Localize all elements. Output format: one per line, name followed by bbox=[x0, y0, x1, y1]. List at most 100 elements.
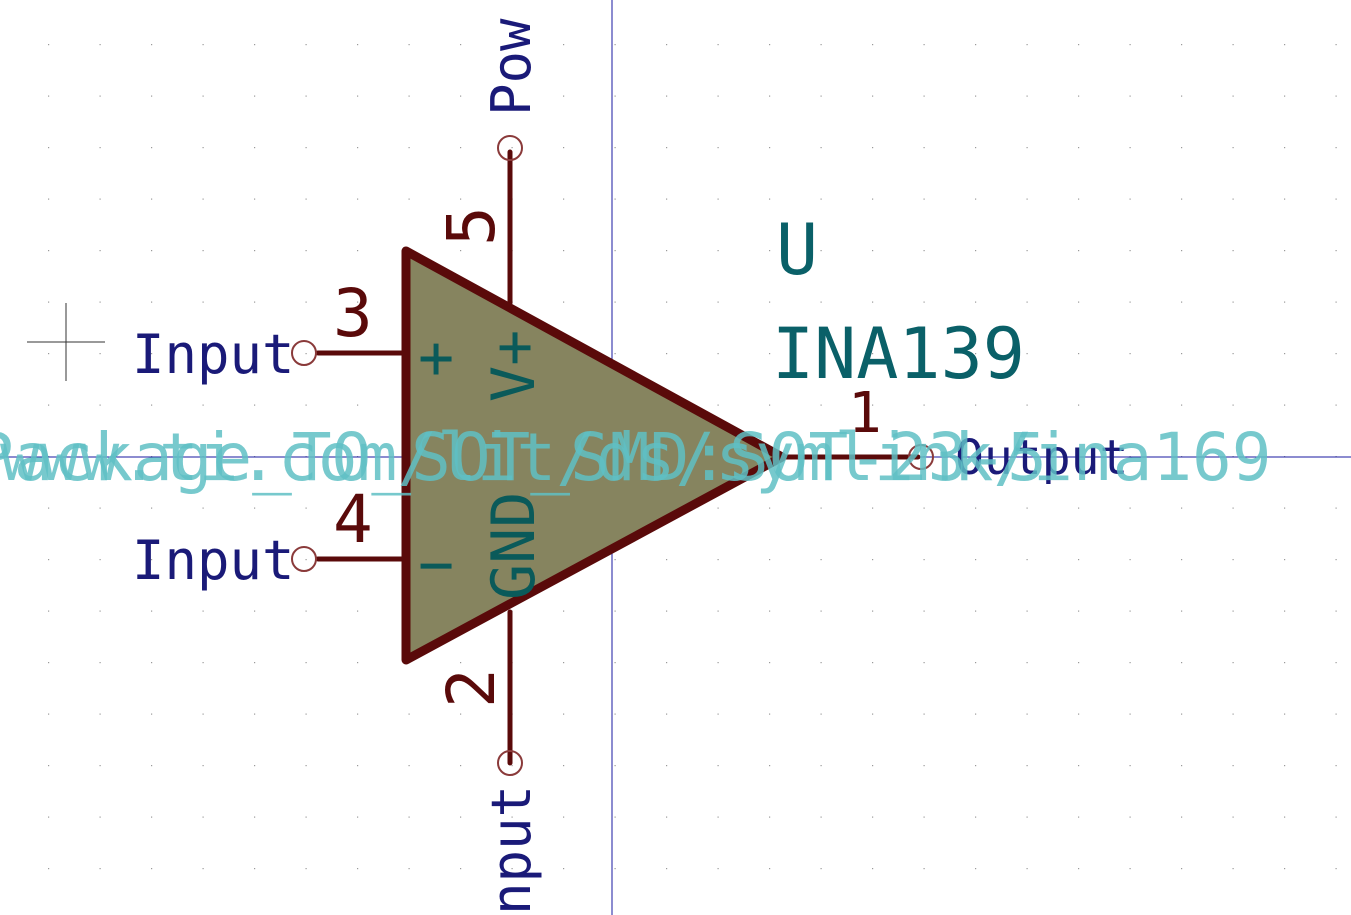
grid-dot bbox=[717, 713, 719, 715]
grid-dot bbox=[769, 353, 771, 355]
grid-dot bbox=[357, 95, 359, 97]
grid-dot bbox=[1284, 507, 1286, 509]
grid-dot bbox=[614, 353, 616, 355]
grid-dot bbox=[1078, 250, 1080, 252]
grid-dot bbox=[1078, 198, 1080, 200]
pin-4-terminal[interactable] bbox=[291, 546, 317, 572]
grid-dot bbox=[923, 250, 925, 252]
grid-dot bbox=[408, 816, 410, 818]
grid-dot bbox=[254, 301, 256, 303]
grid-dot bbox=[563, 147, 565, 149]
grid-dot bbox=[357, 868, 359, 870]
grid-dot bbox=[820, 353, 822, 355]
amplifier-body-triangle[interactable] bbox=[401, 246, 787, 665]
grid-dot bbox=[357, 507, 359, 509]
grid-dot bbox=[48, 559, 50, 561]
grid-dot bbox=[1026, 301, 1028, 303]
grid-dot bbox=[305, 44, 307, 46]
grid-dot bbox=[1232, 507, 1234, 509]
grid-dot bbox=[305, 147, 307, 149]
footprint-field[interactable]: Package_TO_SOT_SMD:SOT-23-5 bbox=[0, 419, 1047, 496]
grid-dot bbox=[99, 301, 101, 303]
pin-5-terminal[interactable] bbox=[497, 135, 523, 161]
grid-dot bbox=[872, 250, 874, 252]
pin-1-terminal[interactable] bbox=[908, 444, 934, 470]
grid-dot bbox=[1232, 147, 1234, 149]
grid-dot bbox=[357, 404, 359, 406]
pin-2-name: nput bbox=[480, 785, 543, 915]
ground-pin-label: GND bbox=[479, 492, 549, 600]
grid-dot bbox=[305, 198, 307, 200]
grid-dot bbox=[1232, 250, 1234, 252]
grid-dot bbox=[48, 198, 50, 200]
grid-dot bbox=[975, 662, 977, 664]
grid-dot bbox=[820, 610, 822, 612]
grid-dot bbox=[1078, 147, 1080, 149]
grid-dot bbox=[923, 404, 925, 406]
grid-dot bbox=[717, 868, 719, 870]
grid-dot bbox=[151, 44, 153, 46]
grid-dot bbox=[666, 662, 668, 664]
grid-dot bbox=[820, 868, 822, 870]
grid-dot bbox=[923, 765, 925, 767]
grid-dot bbox=[151, 610, 153, 612]
grid-dot bbox=[717, 559, 719, 561]
grid-dot bbox=[48, 868, 50, 870]
grid-dot bbox=[460, 250, 462, 252]
grid-dot bbox=[305, 559, 307, 561]
grid-dot bbox=[254, 95, 256, 97]
grid-dot bbox=[1026, 816, 1028, 818]
grid-dot bbox=[923, 816, 925, 818]
grid-dot bbox=[769, 198, 771, 200]
grid-dot bbox=[511, 147, 513, 149]
grid-dot bbox=[563, 610, 565, 612]
grid-dot bbox=[1335, 713, 1337, 715]
grid-dot bbox=[666, 147, 668, 149]
grid-dot bbox=[48, 507, 50, 509]
grid-dot bbox=[1129, 147, 1131, 149]
grid-dot bbox=[563, 95, 565, 97]
grid-dot bbox=[1026, 765, 1028, 767]
grid-dot bbox=[202, 868, 204, 870]
grid-dot bbox=[1181, 95, 1183, 97]
grid-dot bbox=[408, 44, 410, 46]
grid-dot bbox=[1232, 559, 1234, 561]
grid-dot bbox=[305, 301, 307, 303]
grid-dot bbox=[460, 147, 462, 149]
grid-dot bbox=[872, 147, 874, 149]
grid-dot bbox=[1335, 765, 1337, 767]
grid-dot bbox=[1181, 404, 1183, 406]
grid-dot bbox=[151, 95, 153, 97]
grid-dot bbox=[1129, 765, 1131, 767]
grid-dot bbox=[511, 95, 513, 97]
grid-dot bbox=[254, 559, 256, 561]
grid-dot bbox=[1026, 610, 1028, 612]
reference-designator[interactable]: U bbox=[776, 209, 818, 291]
pin-2-terminal[interactable] bbox=[497, 750, 523, 776]
grid-dot bbox=[1026, 147, 1028, 149]
grid-dot bbox=[48, 610, 50, 612]
grid-dot bbox=[820, 765, 822, 767]
grid-dot bbox=[408, 868, 410, 870]
grid-dot bbox=[563, 713, 565, 715]
grid-dot bbox=[1181, 301, 1183, 303]
grid-dot bbox=[872, 95, 874, 97]
grid-dot bbox=[202, 44, 204, 46]
grid-dot bbox=[1284, 198, 1286, 200]
grid-dot bbox=[872, 765, 874, 767]
grid-dot bbox=[1026, 868, 1028, 870]
pin-3-terminal[interactable] bbox=[291, 340, 317, 366]
grid-dot bbox=[408, 95, 410, 97]
grid-dot bbox=[820, 301, 822, 303]
grid-dot bbox=[1335, 250, 1337, 252]
part-value[interactable]: INA139 bbox=[772, 313, 1025, 395]
grid-dot bbox=[820, 198, 822, 200]
pin-2-number: 2 bbox=[433, 668, 510, 708]
datasheet-field[interactable]: www.ti.com/lit/ds/symlink/ina169 bbox=[0, 419, 1272, 496]
grid-dot bbox=[1129, 404, 1131, 406]
grid-dot bbox=[151, 198, 153, 200]
grid-dot bbox=[202, 765, 204, 767]
grid-dot bbox=[511, 868, 513, 870]
grid-dot bbox=[151, 765, 153, 767]
